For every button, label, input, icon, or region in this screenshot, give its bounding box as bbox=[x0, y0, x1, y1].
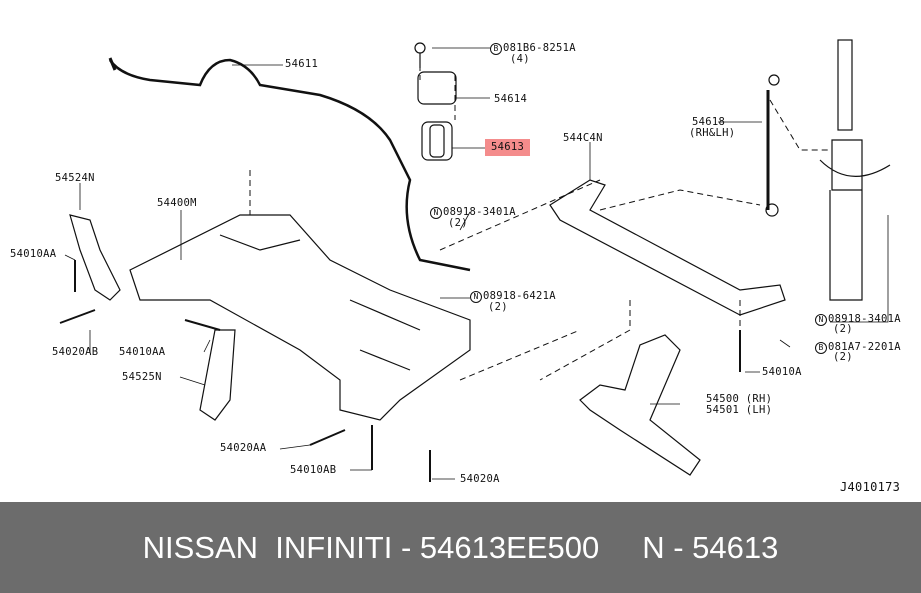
label-54020aa: 54020AA bbox=[220, 442, 267, 454]
stabilizer-bar bbox=[108, 58, 471, 272]
label-08918-6421a: 08918-6421A bbox=[483, 290, 556, 302]
label-54611: 54611 bbox=[285, 58, 319, 70]
bushing-54613 bbox=[421, 121, 453, 161]
label-54010a: 54010A bbox=[762, 366, 802, 378]
label-54500: 54500 (RH) bbox=[706, 393, 773, 405]
label-54618: 54618 bbox=[692, 116, 726, 128]
subframe-54400m bbox=[129, 214, 471, 421]
label-54614: 54614 bbox=[494, 93, 528, 105]
label-544c4n: 544C4N bbox=[563, 132, 603, 144]
label-54501: 54501 (LH) bbox=[706, 404, 773, 416]
diagram-id: J4010173 bbox=[840, 480, 901, 494]
label-54618-side: (RH&LH) bbox=[689, 127, 736, 139]
qty-08918-6421a: (2) bbox=[488, 301, 508, 313]
label-08918-3401a-right: 08918-3401A bbox=[828, 313, 901, 325]
footer-band: NISSAN INFINITI - 54613EE500 N - 54613 bbox=[0, 502, 921, 593]
label-54020ab: 54020AB bbox=[52, 346, 99, 358]
label-54400m: 54400M bbox=[157, 197, 197, 209]
lower-arm-54500 bbox=[579, 334, 701, 476]
qty-08918-3401a-left: (2) bbox=[448, 217, 468, 229]
label-54524n: 54524N bbox=[55, 172, 95, 184]
qty-081a7: (2) bbox=[833, 351, 853, 363]
label-54010aa-left: 54010AA bbox=[10, 248, 57, 260]
member-544c4n bbox=[549, 179, 786, 316]
label-08918-3401a-left: 08918-3401A bbox=[443, 206, 516, 218]
bracket-54614 bbox=[417, 71, 457, 105]
label-081a7-2201a: 081A7-2201A bbox=[828, 341, 901, 353]
strut bbox=[837, 39, 853, 131]
label-54613-highlighted[interactable]: 54613 bbox=[485, 139, 531, 156]
label-54020a: 54020A bbox=[460, 473, 500, 485]
qty-081b6: (4) bbox=[510, 53, 530, 65]
qty-08918-3401a-right: (2) bbox=[833, 323, 853, 335]
label-54525n: 54525N bbox=[122, 371, 162, 383]
diagram-line-art bbox=[59, 39, 891, 482]
label-081b6-8251a: 081B6-8251A bbox=[503, 42, 576, 54]
label-54010aa: 54010AA bbox=[119, 346, 166, 358]
label-54010ab: 54010AB bbox=[290, 464, 337, 476]
footer-part-title: NISSAN INFINITI - 54613EE500 N - 54613 bbox=[142, 529, 779, 565]
